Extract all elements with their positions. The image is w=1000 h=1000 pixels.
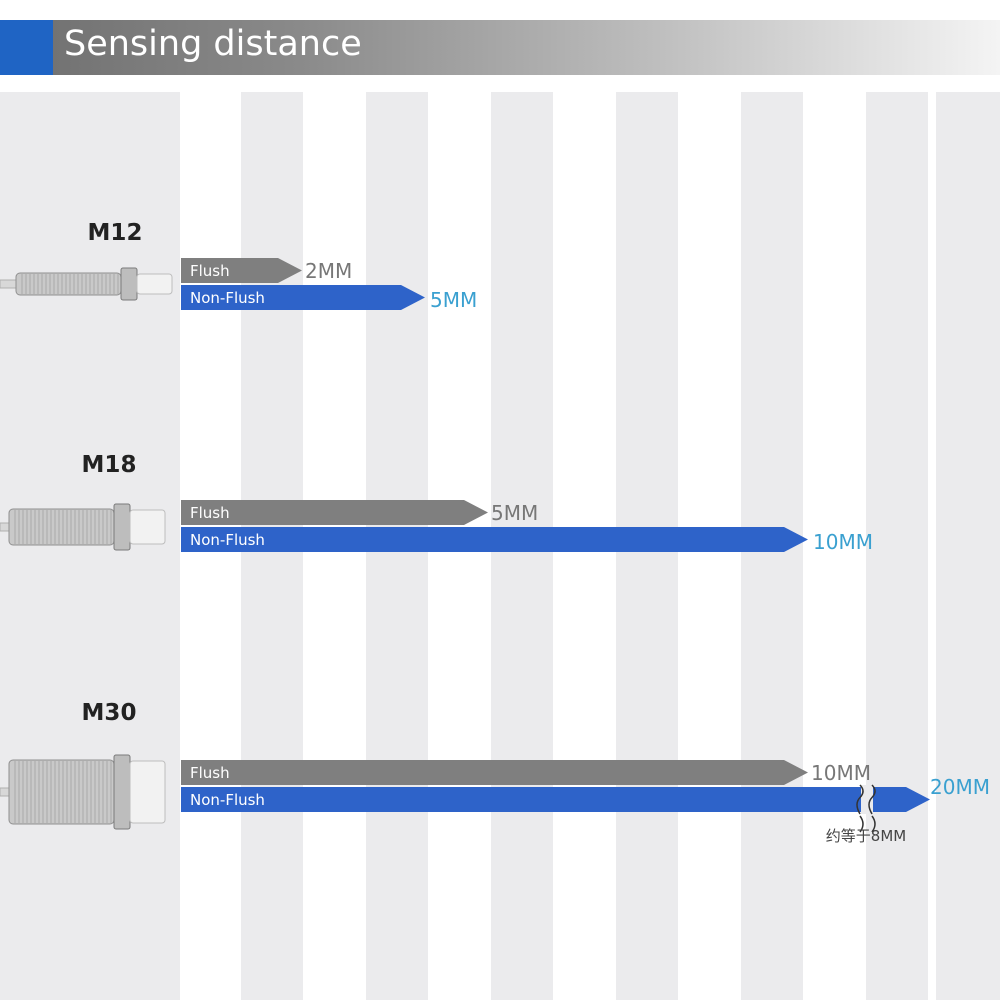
sensor-image-m30 (0, 754, 166, 830)
flush-bar-m30 (181, 760, 808, 785)
flush-bar-label: Flush (190, 262, 230, 280)
annotation-note: 约等于8MM (826, 827, 906, 845)
sensor-head (136, 273, 173, 295)
non-flush-value-label-m18: 10MM (813, 530, 873, 554)
sensor-body (15, 272, 122, 296)
non-flush-value-label-m12: 5MM (430, 288, 477, 312)
category-label-m30: M30 (82, 700, 137, 726)
header-accent-block (0, 20, 53, 75)
non-flush-bar-label: Non-Flush (190, 289, 265, 307)
sensor-head (129, 760, 166, 824)
axis-break-line-right (868, 784, 876, 815)
grid-stripe-6 (866, 92, 928, 1000)
category-label-m18: M18 (82, 452, 137, 478)
non-flush-bar-label: Non-Flush (190, 791, 265, 809)
flush-bar-m12 (181, 258, 302, 283)
flush-value-label-m12: 2MM (305, 259, 352, 283)
flush-value-label-m30: 10MM (811, 761, 871, 785)
flush-bar-m18 (181, 500, 488, 525)
sensor-image-m12 (0, 267, 173, 301)
page-title: Sensing distance (64, 24, 362, 64)
axis-break-tail-right (871, 815, 876, 833)
sensor-image-m18 (0, 503, 166, 551)
sensor-nut (120, 267, 138, 301)
grid-stripe-7 (936, 92, 1000, 1000)
axis-break-tail-left (859, 815, 864, 833)
axis-break-line-left (856, 784, 864, 815)
flush-value-label-m18: 5MM (491, 501, 538, 525)
flush-bar-label: Flush (190, 764, 230, 782)
axis-break-gap (861, 785, 873, 814)
sensor-body (8, 508, 115, 546)
non-flush-value-label-m30: 20MM (930, 775, 990, 799)
non-flush-bar-label: Non-Flush (190, 531, 265, 549)
sensor-nut (113, 754, 131, 830)
section-header: Sensing distance (0, 20, 1000, 75)
non-flush-bar-m30 (181, 787, 930, 812)
category-label-m12: M12 (88, 220, 143, 246)
flush-bar-label: Flush (190, 504, 230, 522)
non-flush-bar-m18 (181, 527, 808, 552)
non-flush-bar-m12 (181, 285, 425, 310)
sensor-body (8, 759, 115, 825)
sensor-head (129, 509, 166, 545)
sensor-nut (113, 503, 131, 551)
chart-left-panel (0, 92, 180, 1000)
